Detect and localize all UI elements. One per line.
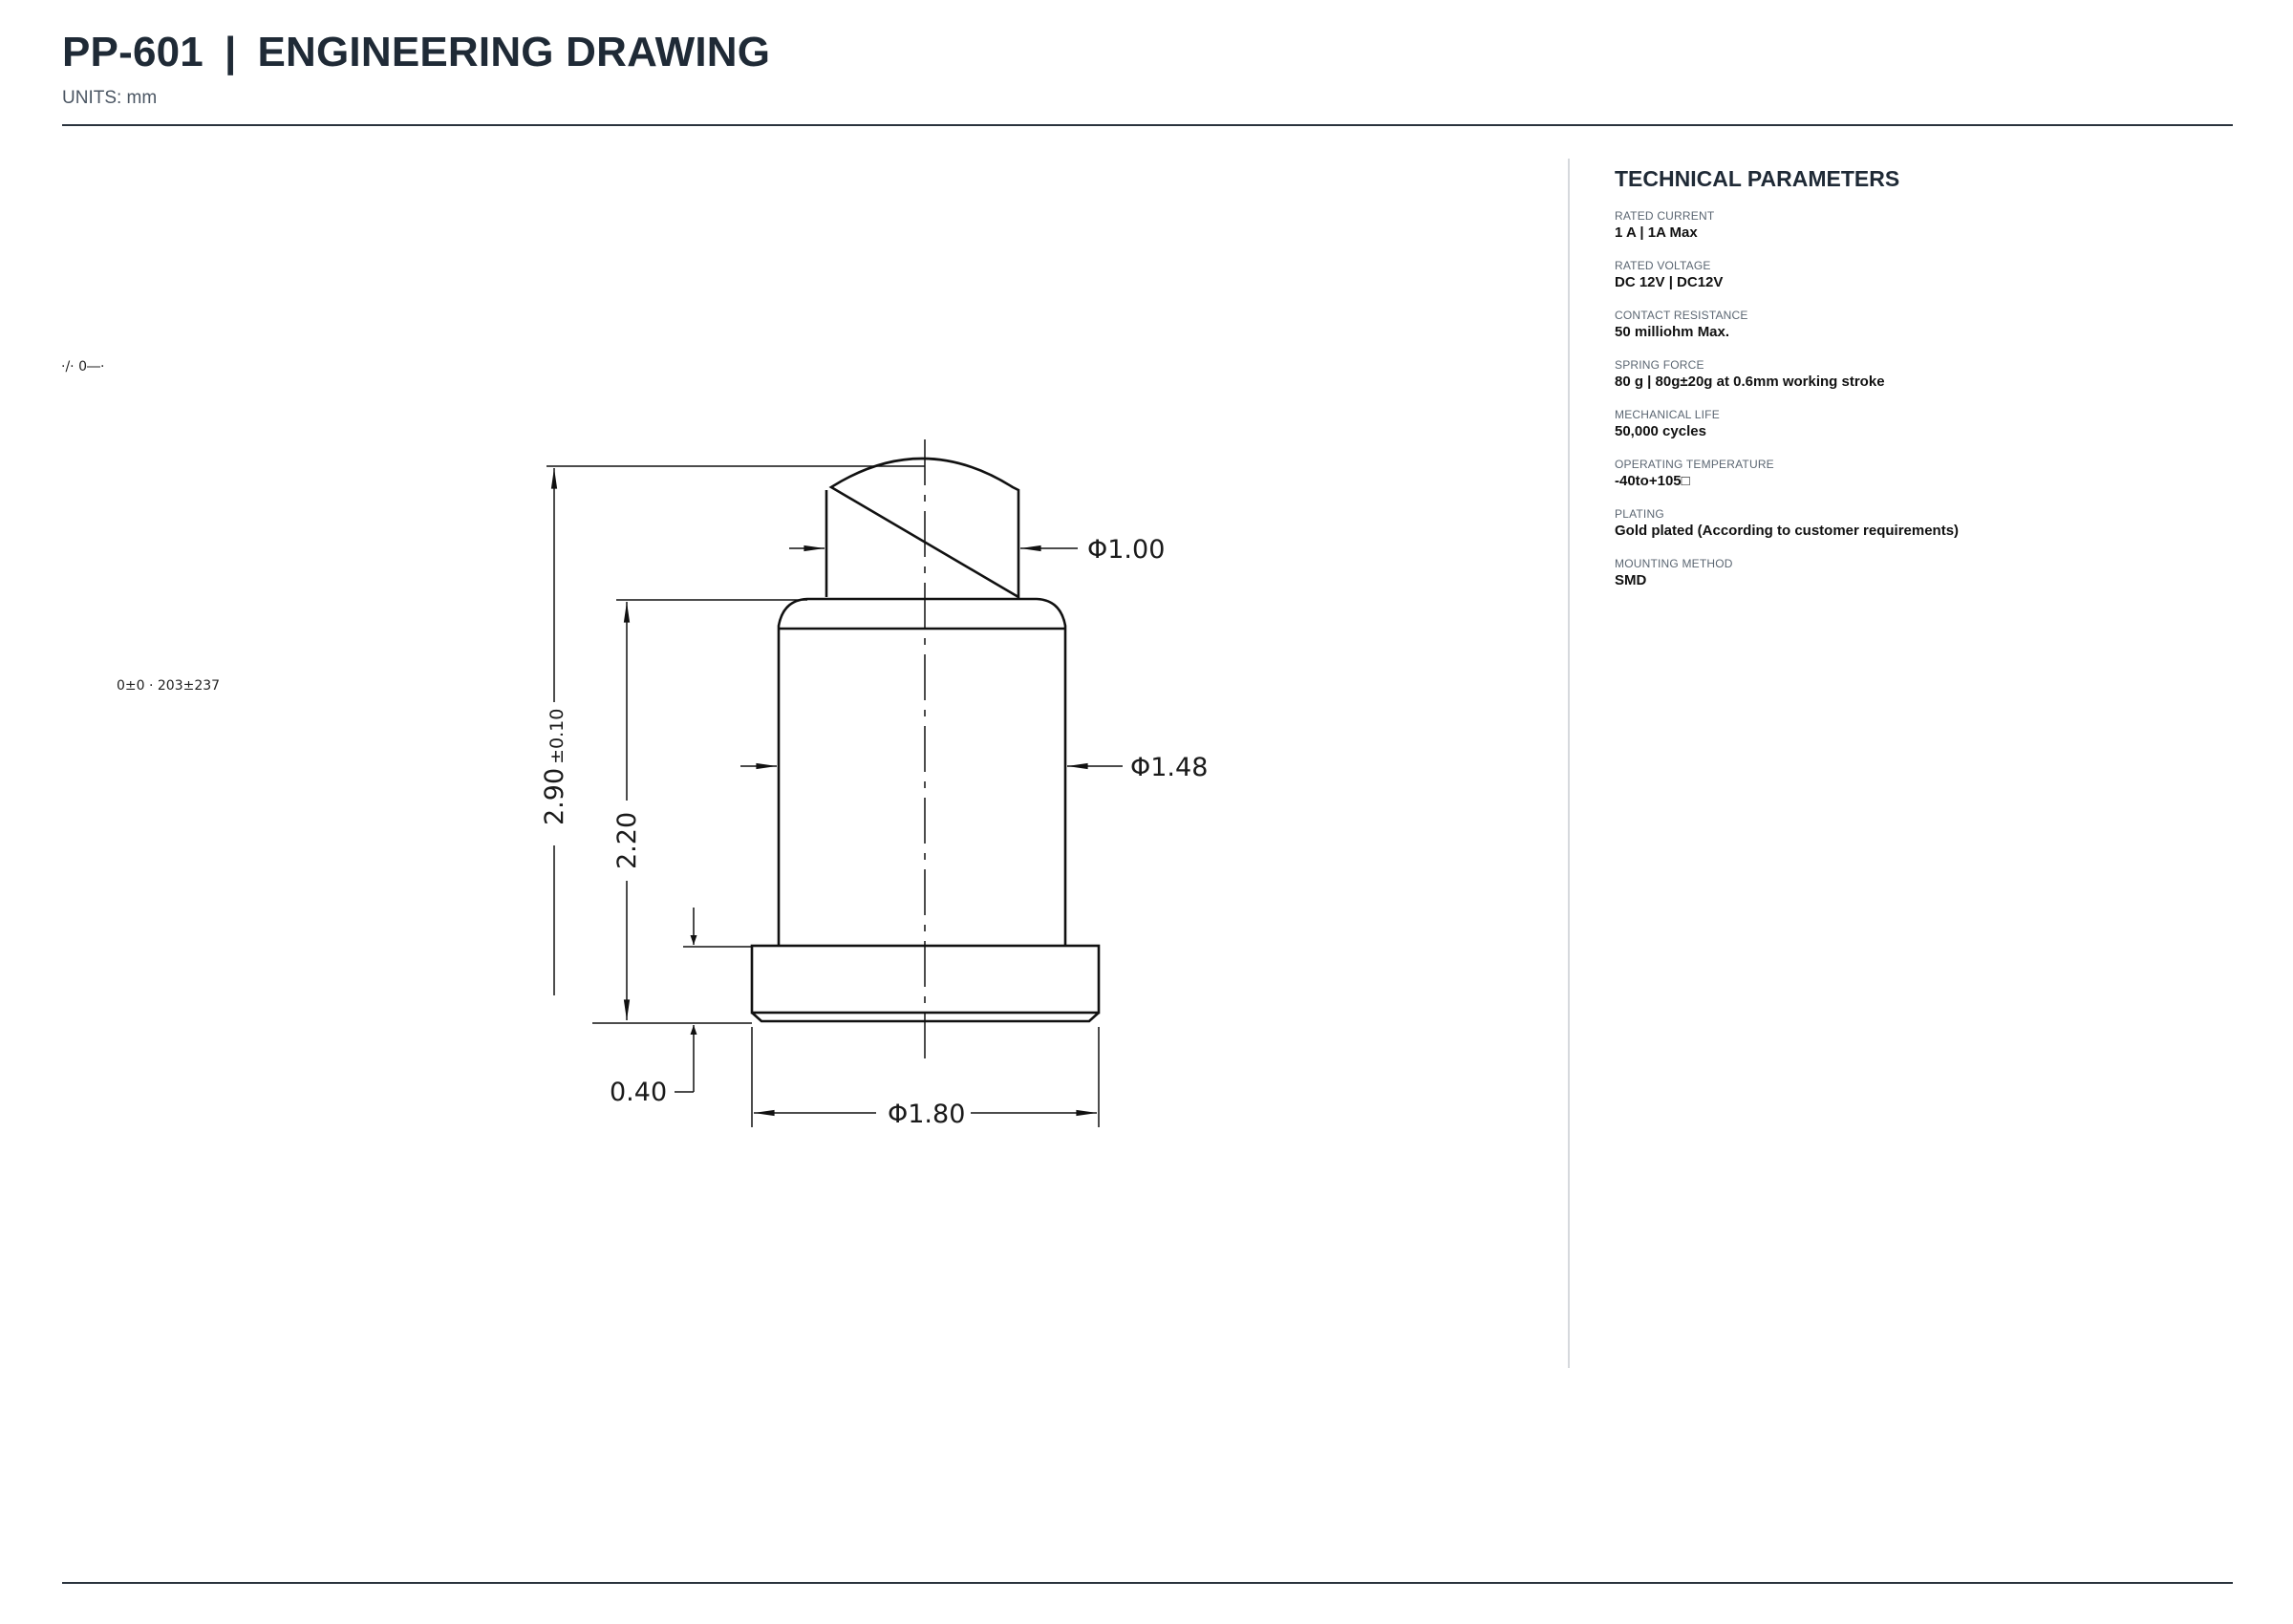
param-label: RATED VOLTAGE: [1615, 259, 1711, 272]
footer-divider: [62, 1582, 2233, 1584]
header-divider: [62, 124, 2233, 126]
dim-label-tip-diameter: Φ1.00: [1087, 535, 1165, 565]
dim-base-thickness: [675, 908, 697, 1093]
param-mechanical-life: MECHANICAL LIFE 50,000 cycles: [1615, 408, 2226, 440]
technical-parameters-title: TECHNICAL PARAMETERS: [1615, 166, 1900, 191]
title-separator: |: [224, 29, 237, 75]
dim-label-base-thickness: 0.40: [610, 1078, 667, 1107]
param-label: CONTACT RESISTANCE: [1615, 309, 1748, 322]
engineering-drawing: ·/· 0―· 0±0 · 203±237 2.90±0.10 2.20 0.4…: [61, 359, 1208, 1129]
param-operating-temperature: OPERATING TEMPERATURE -40to+105□: [1615, 458, 2226, 490]
artifact-text: 0±0 · 203±237: [117, 678, 220, 694]
param-value: 80 g | 80g±20g at 0.6mm working stroke: [1615, 374, 1885, 390]
param-value: 50,000 cycles: [1615, 423, 1706, 439]
units-label: UNITS: mm: [62, 88, 158, 108]
param-plating: PLATING Gold plated (According to custom…: [1615, 507, 2226, 540]
barrel: [777, 597, 1067, 946]
param-contact-resistance: CONTACT RESISTANCE 50 milliohm Max.: [1615, 309, 2226, 341]
param-rated-current: RATED CURRENT 1 A | 1A Max: [1615, 209, 2226, 242]
dim-label-overall-height: 2.90±0.10: [540, 709, 569, 825]
param-value: Gold plated (According to customer requi…: [1615, 523, 1960, 539]
page-title: PP-601 | ENGINEERING DRAWING: [62, 29, 2231, 76]
dim-label-barrel-diameter: Φ1.48: [1130, 753, 1208, 782]
dim-label-barrel-height: 2.20: [612, 812, 642, 869]
part-number: PP-601: [62, 29, 204, 75]
page-header: PP-601 | ENGINEERING DRAWING UNITS: mm: [62, 29, 2231, 109]
param-value: 1 A | 1A Max: [1615, 224, 1698, 241]
param-value: DC 12V | DC12V: [1615, 274, 1724, 290]
extension-lines: [546, 465, 1100, 1127]
param-value: -40to+105□: [1615, 473, 1690, 489]
param-rated-voltage: RATED VOLTAGE DC 12V | DC12V: [1615, 259, 2226, 291]
param-label: MOUNTING METHOD: [1615, 557, 1733, 570]
dim-label-base-diameter: Φ1.80: [888, 1100, 965, 1129]
param-label: RATED CURRENT: [1615, 209, 1715, 223]
param-label: SPRING FORCE: [1615, 358, 1704, 372]
param-value: 50 milliohm Max.: [1615, 324, 1730, 340]
plunger-tip: [825, 457, 1020, 600]
param-label: MECHANICAL LIFE: [1615, 408, 1720, 421]
drawing-title: ENGINEERING DRAWING: [257, 29, 771, 75]
artifact-text: ·/· 0―·: [61, 359, 104, 374]
param-label: OPERATING TEMPERATURE: [1615, 458, 1774, 471]
param-label: PLATING: [1615, 507, 1664, 521]
param-mounting-method: MOUNTING METHOD SMD: [1615, 557, 2226, 589]
param-spring-force: SPRING FORCE 80 g | 80g±20g at 0.6mm wor…: [1615, 358, 2226, 391]
technical-parameters-panel: TECHNICAL PARAMETERS RATED CURRENT 1 A |…: [1615, 166, 2226, 607]
param-value: SMD: [1615, 572, 1647, 588]
panel-divider: [1568, 159, 1570, 1368]
